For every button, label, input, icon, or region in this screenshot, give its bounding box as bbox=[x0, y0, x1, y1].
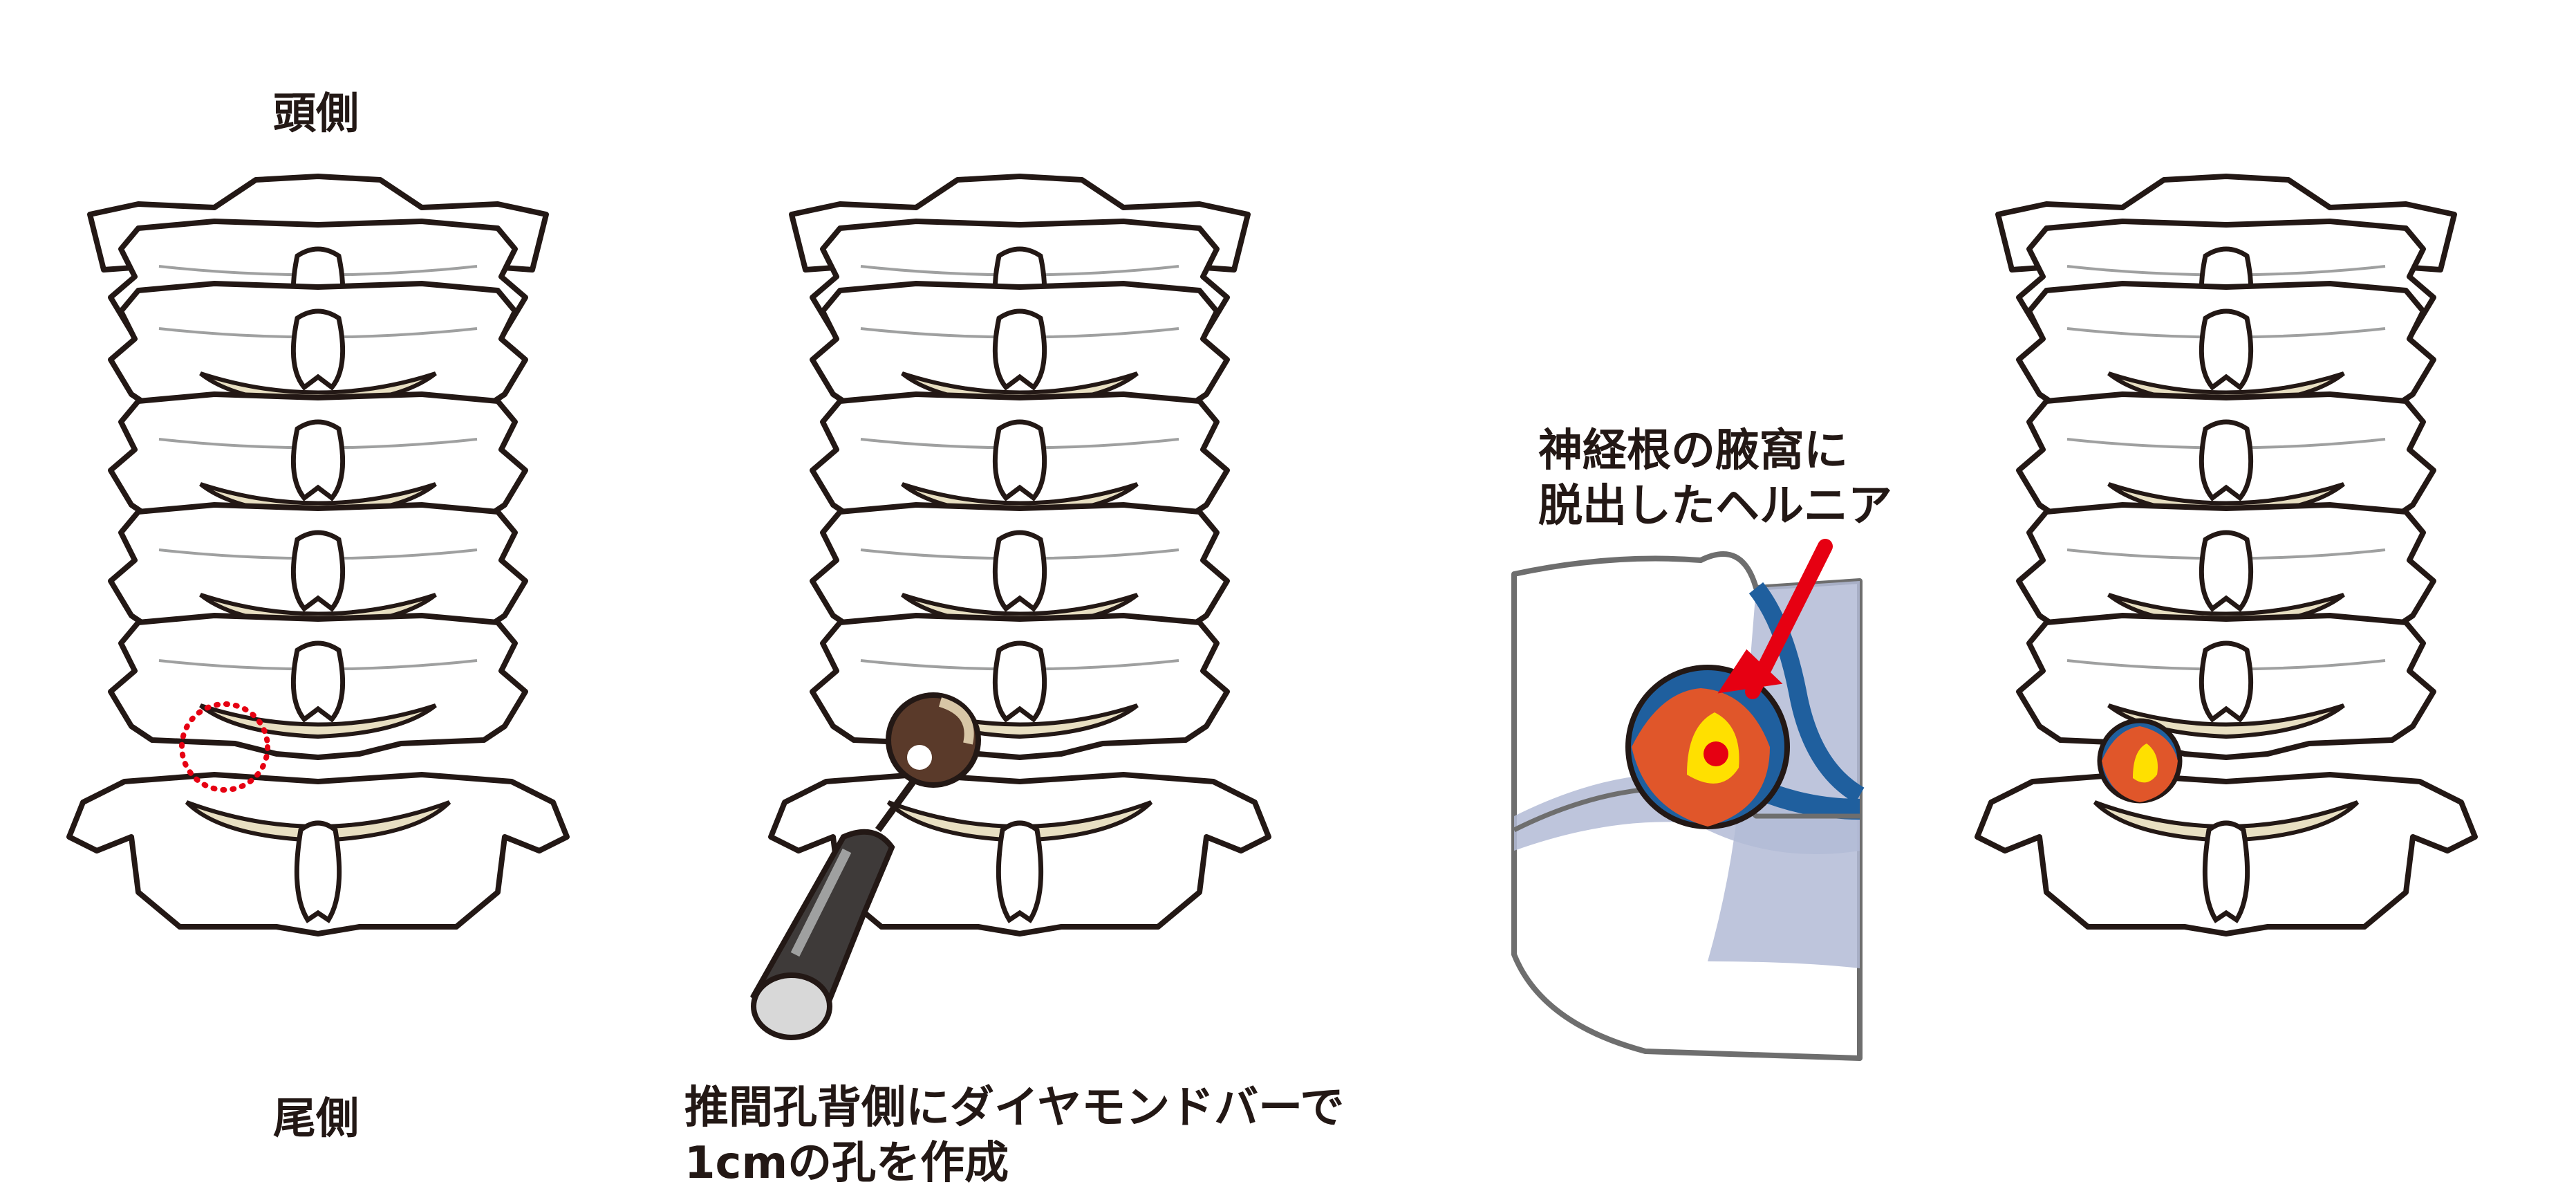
cranial-label: 頭側 bbox=[273, 88, 360, 138]
caudal-label: 尾側 bbox=[273, 1093, 360, 1143]
dotted-circle-marker bbox=[179, 701, 270, 793]
spine-panel-4 bbox=[1977, 176, 2475, 934]
procedure-caption-line2: 1cmの孔を作成 bbox=[684, 1138, 1009, 1189]
hernia-inset bbox=[2097, 718, 2183, 804]
spine-panel-2 bbox=[750, 176, 1269, 1040]
hernia-caption-line2: 脱出したヘルニア bbox=[1538, 481, 1892, 532]
procedure-caption: 推間孔背側にダイヤモンドバーで 1cmの孔を作成 bbox=[684, 1080, 1344, 1191]
hernia-caption-line1: 神経根の腋窩に bbox=[1538, 425, 1848, 477]
diamond-burr-drill-icon bbox=[750, 692, 981, 1040]
hernia-closeup bbox=[1625, 665, 1790, 829]
closeup-panel bbox=[1511, 539, 1865, 1061]
hernia-caption: 神経根の腋窩に 脱出したヘルニア bbox=[1538, 423, 1892, 534]
spine-panel-1 bbox=[69, 176, 567, 934]
red-arrow-icon bbox=[1717, 539, 1833, 699]
procedure-caption-line1: 推間孔背側にダイヤモンドバーで bbox=[684, 1082, 1345, 1134]
